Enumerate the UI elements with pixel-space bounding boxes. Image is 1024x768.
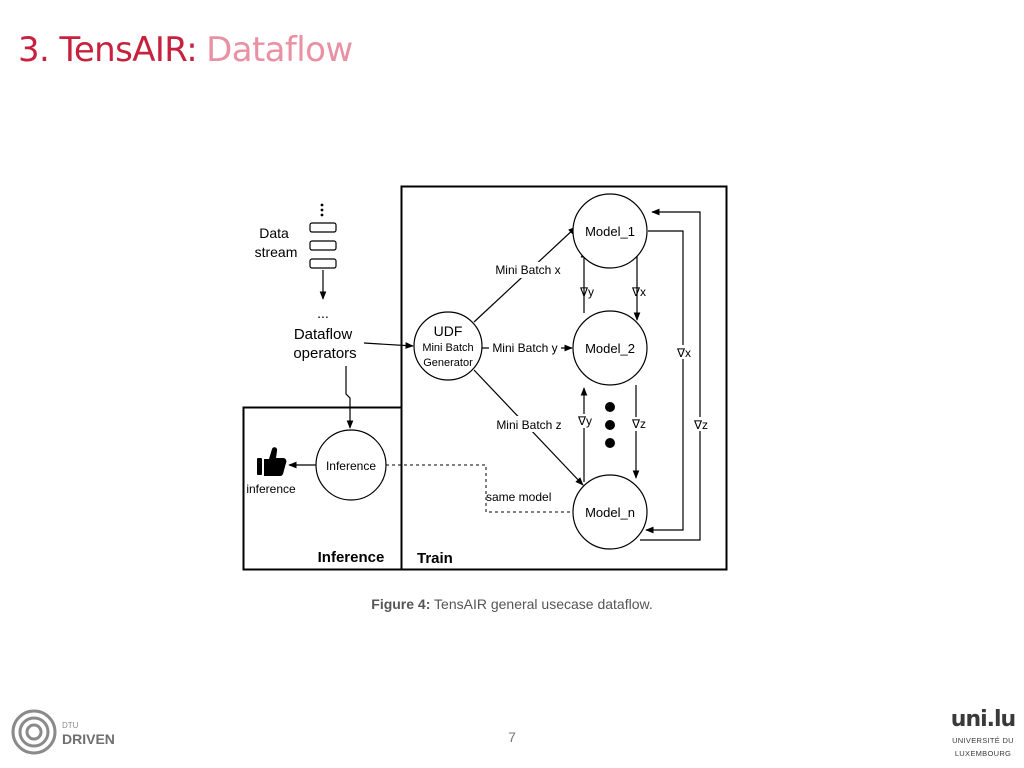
same-model-link	[386, 464, 572, 513]
train-panel	[400, 185, 728, 571]
uni-lu-name-2: LUXEMBOURG	[954, 749, 1012, 758]
page-number: 7	[508, 729, 516, 745]
uni-lu-mark: uni.lu	[950, 707, 1016, 732]
model-n-node	[572, 474, 648, 550]
dataflow-operators-label-2: operators	[293, 345, 356, 362]
caption-text: TensAIR general usecase dataflow.	[434, 596, 653, 612]
grad-x-outer-label: ∇x	[676, 346, 691, 360]
udf-label-3: Generator	[423, 357, 473, 369]
grad-z-label-2: ∇z	[631, 417, 646, 431]
outer-grad-x-loop	[645, 230, 684, 534]
model-n-label: Model_n	[585, 505, 635, 520]
model-1-node	[572, 193, 648, 269]
data-stream-label-2: stream	[255, 244, 298, 260]
model-2-node	[572, 310, 648, 386]
inference-output-label: inference	[246, 482, 296, 496]
target-rings-icon	[11, 709, 57, 755]
mini-batch-x-label: Mini Batch x	[495, 263, 560, 277]
grad-y-label-1: ∇y	[579, 285, 594, 299]
inference-panel	[242, 406, 403, 571]
udf-label-2: Mini Batch	[422, 342, 473, 354]
dtu-driven-logo: DTU DRIVEN	[11, 709, 115, 755]
slide-title: 3. TensAIR:Dataflow	[18, 30, 353, 70]
data-stream-label-1: Data	[259, 225, 289, 241]
model-1-label: Model_1	[585, 224, 635, 239]
dataflow-operators-label-1: Dataflow	[294, 326, 353, 343]
outer-grad-z-loop	[640, 208, 701, 541]
mini-batch-y-label: Mini Batch y	[492, 341, 557, 355]
grad-y-label-2: ∇y	[577, 414, 592, 428]
continuation-dots	[605, 402, 615, 448]
uni-lu-name-1: UNIVERSITÉ DU	[952, 736, 1014, 745]
data-stream-queue	[309, 203, 337, 269]
operators-to-inference-arrow	[345, 366, 354, 429]
operators-to-udf-arrow	[363, 342, 414, 349]
stream-ellipsis: ...	[317, 305, 329, 321]
figure-caption: Figure 4: TensAIR general usecase datafl…	[0, 596, 1024, 612]
grad-z-outer-label: ∇z	[693, 418, 708, 432]
uni-lu-logo: uni.lu UNIVERSITÉ DU LUXEMBOURG	[948, 707, 1018, 759]
grad-x-label-1: ∇x	[631, 285, 646, 299]
udf-node	[413, 311, 483, 381]
inference-node-label: Inference	[326, 459, 376, 473]
train-panel-label: Train	[417, 550, 453, 567]
slide-title-main: 3. TensAIR:	[18, 30, 198, 70]
inference-panel-label: Inference	[318, 549, 385, 566]
same-model-label: same model	[486, 490, 551, 504]
slide-title-sub: Dataflow	[206, 30, 353, 70]
udf-label-1: UDF	[434, 323, 463, 339]
logo-left-line2: DRIVEN	[62, 731, 115, 747]
mini-batch-z-label: Mini Batch z	[496, 418, 561, 432]
caption-label: Figure 4:	[371, 596, 431, 612]
thumbs-up-icon	[257, 447, 287, 476]
model-2-label: Model_2	[585, 341, 635, 356]
logo-left-line1: DTU	[62, 721, 79, 730]
